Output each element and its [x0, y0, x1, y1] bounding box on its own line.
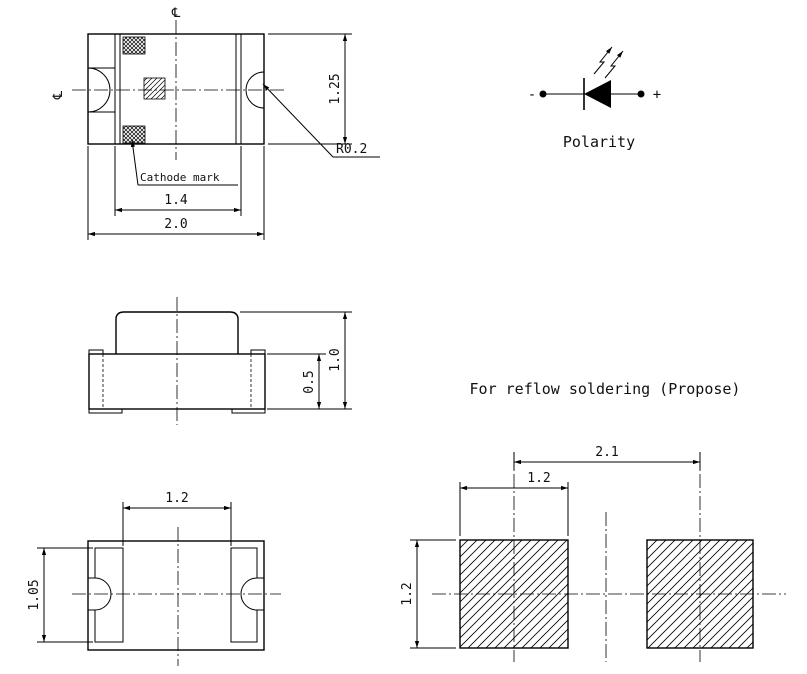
emission-arrow-2 — [604, 50, 624, 79]
centerline-symbol-horizontal: ℄ — [51, 90, 66, 100]
bottom-view: 1.2 1.05 — [27, 491, 281, 666]
polarity-minus-sign: - — [528, 87, 536, 103]
polarity-symbol: - + Polarity — [528, 46, 661, 151]
diode-triangle — [584, 80, 611, 108]
centerline-symbol-vertical: ℄ — [171, 6, 181, 21]
side-view: 1.0 0.5 — [88, 297, 352, 425]
dim-label-r0-2: R0.2 — [336, 142, 367, 157]
top-view: ℄ ℄ 1.25 R0.2 Cathode mark 1.4 2.0 — [51, 6, 380, 240]
dim-label-2-0: 2.0 — [164, 217, 187, 232]
dim-label-1-0: 1.0 — [328, 348, 343, 371]
bottom-view-left-pad — [94, 547, 124, 643]
side-view-lens — [115, 311, 239, 354]
footprint-title: For reflow soldering (Propose) — [470, 380, 741, 398]
dim-label-1-05: 1.05 — [27, 579, 42, 610]
emission-arrow-1 — [593, 46, 613, 75]
bottom-view-body — [87, 540, 265, 651]
bottom-view-right-pad — [230, 547, 258, 643]
led-die — [143, 77, 166, 100]
dim-label-pad-width: 1.2 — [527, 471, 550, 486]
dim-label-2-1: 2.1 — [595, 445, 618, 460]
cathode-mark-label: Cathode mark — [140, 171, 220, 184]
dim-label-1-4: 1.4 — [164, 193, 188, 208]
dim-label-bottom-1-2: 1.2 — [165, 491, 188, 506]
polarity-anode-terminal — [637, 90, 645, 98]
cathode-mark-bottom — [122, 125, 146, 144]
dim-label-1-25: 1.25 — [328, 73, 343, 104]
top-view-right-castellation — [245, 71, 265, 109]
cathode-leader — [130, 139, 139, 186]
radius-leader — [262, 83, 334, 158]
top-view-left-castellation — [87, 67, 111, 113]
cathode-mark-top — [122, 36, 146, 55]
dim-label-pad-height: 1.2 — [400, 582, 415, 605]
dim-label-0-5: 0.5 — [302, 370, 317, 393]
polarity-plus-sign: + — [653, 87, 661, 103]
polarity-label: Polarity — [563, 133, 635, 151]
reflow-footprint: For reflow soldering (Propose) 2.1 1.2 1… — [400, 380, 786, 662]
